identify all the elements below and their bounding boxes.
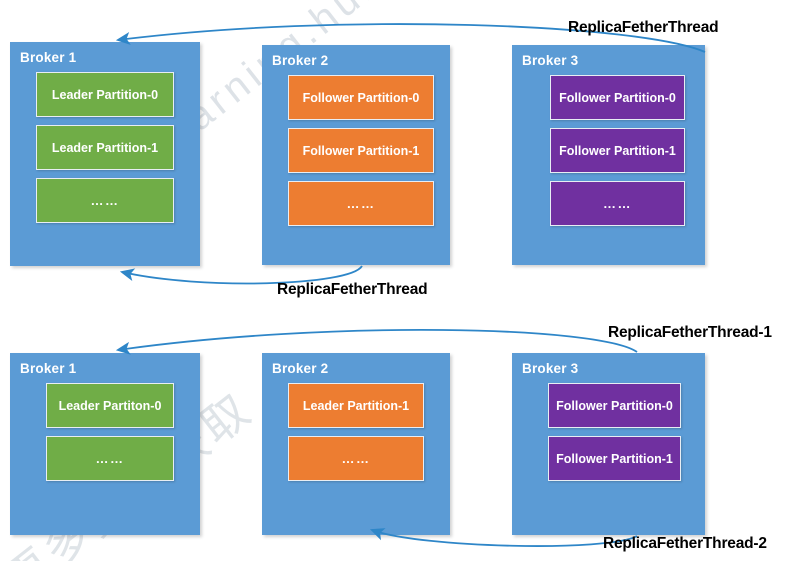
- partition-list: Leader Partition-0 Leader Partition-1 ……: [10, 72, 200, 223]
- broker-box-bottom-1[interactable]: Broker 1 Leader Partiton-0 ……: [10, 353, 200, 535]
- partition-box[interactable]: Follower Partition-0: [548, 383, 681, 428]
- partition-box[interactable]: Follower Partition-0: [550, 75, 685, 120]
- partition-list: Follower Partition-0 Follower Partition-…: [512, 75, 705, 226]
- arrow-label-top-2: ReplicaFetherThread: [277, 281, 428, 298]
- partition-box-ellipsis[interactable]: ……: [288, 181, 434, 226]
- partition-list: Leader Partiton-0 ……: [10, 383, 200, 481]
- broker-title: Broker 2: [272, 361, 329, 376]
- broker-title: Broker 1: [20, 361, 77, 376]
- partition-box[interactable]: Leader Partition-1: [288, 383, 424, 428]
- broker-title: Broker 3: [522, 361, 579, 376]
- broker-title: Broker 1: [20, 50, 77, 65]
- partition-box[interactable]: Leader Partiton-0: [46, 383, 174, 428]
- partition-box[interactable]: Follower Partition-1: [548, 436, 681, 481]
- partition-list: Leader Partition-1 ……: [262, 383, 450, 481]
- partition-list: Follower Partition-0 Follower Partition-…: [262, 75, 450, 226]
- broker-box-bottom-2[interactable]: Broker 2 Leader Partition-1 ……: [262, 353, 450, 535]
- arrow-label-top-1: ReplicaFetherThread: [568, 19, 719, 36]
- broker-box-bottom-3[interactable]: Broker 3 Follower Partition-0 Follower P…: [512, 353, 705, 535]
- arrow-label-bottom-2: ReplicaFetherThread-2: [603, 535, 767, 552]
- partition-box[interactable]: Leader Partition-0: [36, 72, 174, 117]
- broker-box-top-1[interactable]: Broker 1 Leader Partition-0 Leader Parti…: [10, 42, 200, 266]
- partition-box-ellipsis[interactable]: ……: [288, 436, 424, 481]
- broker-title: Broker 2: [272, 53, 329, 68]
- partition-box[interactable]: Follower Partition-1: [550, 128, 685, 173]
- partition-box[interactable]: Leader Partition-1: [36, 125, 174, 170]
- partition-box[interactable]: Follower Partition-1: [288, 128, 434, 173]
- partition-list: Follower Partition-0 Follower Partition-…: [512, 383, 705, 481]
- partition-box-ellipsis[interactable]: ……: [550, 181, 685, 226]
- broker-title: Broker 3: [522, 53, 579, 68]
- broker-box-top-2[interactable]: Broker 2 Follower Partition-0 Follower P…: [262, 45, 450, 265]
- partition-box-ellipsis[interactable]: ……: [36, 178, 174, 223]
- arrow-bottom-broker3-to-broker1: [115, 328, 638, 355]
- broker-box-top-3[interactable]: Broker 3 Follower Partition-0 Follower P…: [512, 45, 705, 265]
- arrow-label-bottom-1: ReplicaFetherThread-1: [608, 324, 772, 341]
- partition-box-ellipsis[interactable]: ……: [46, 436, 174, 481]
- partition-box[interactable]: Follower Partition-0: [288, 75, 434, 120]
